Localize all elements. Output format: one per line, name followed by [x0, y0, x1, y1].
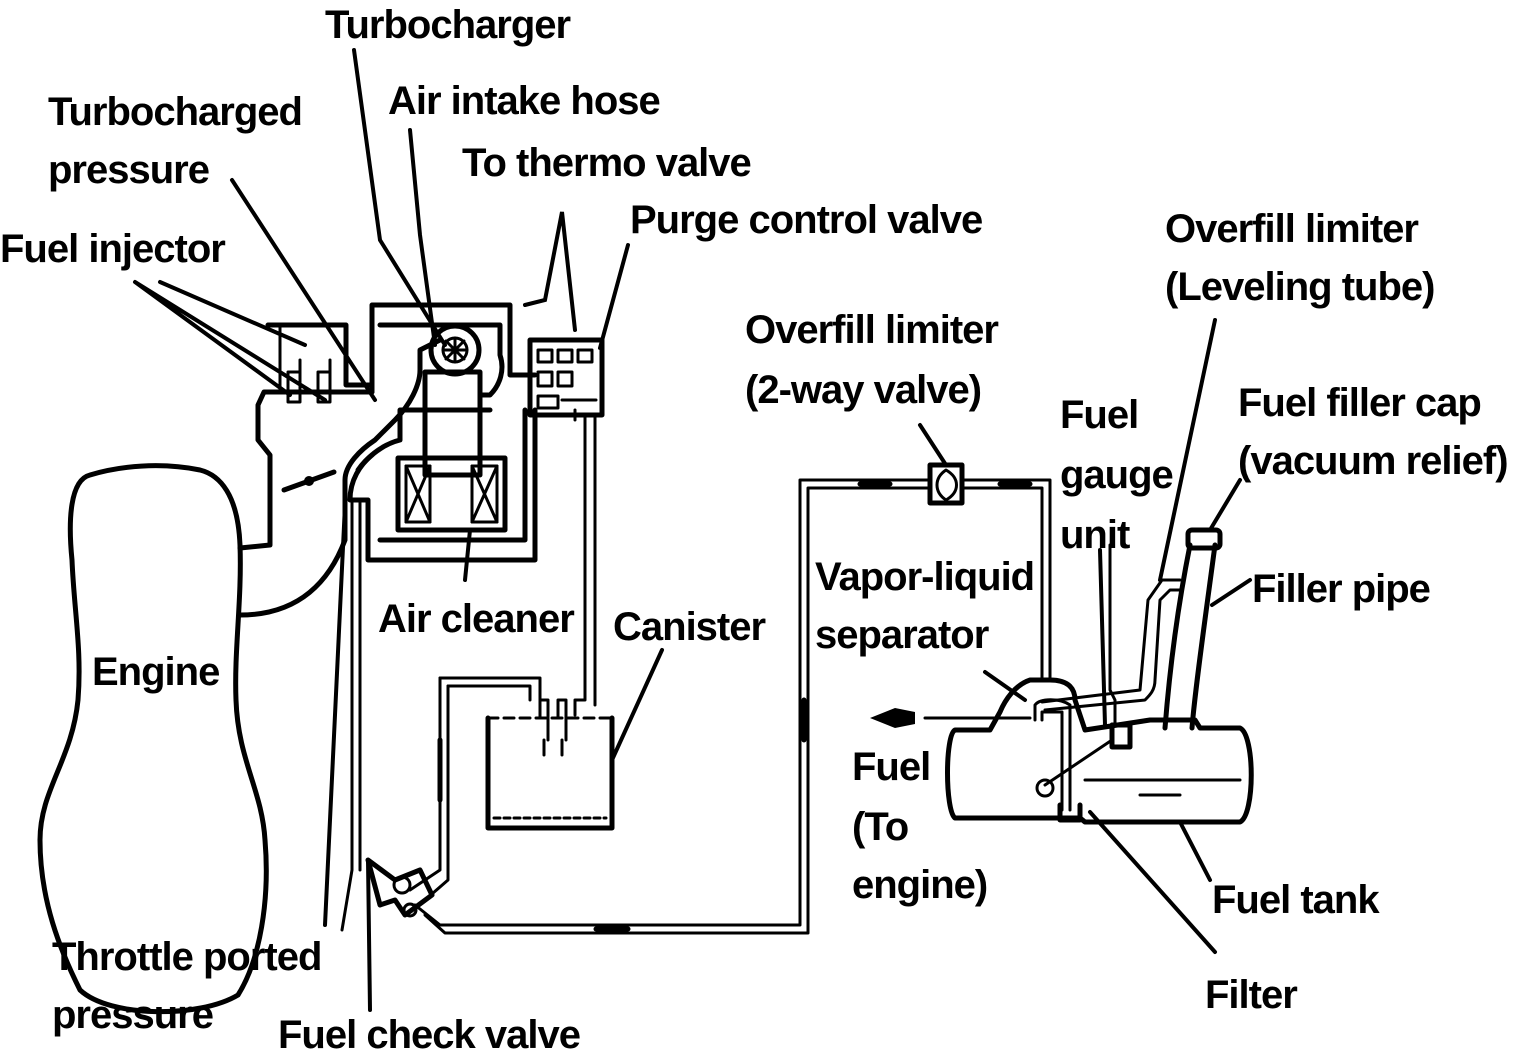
label-fuel-to-engine: Fuel — [852, 745, 930, 789]
purge-control-valve — [527, 337, 605, 418]
label-purge-control-valve: Purge control valve — [630, 198, 982, 242]
label-throttle-ported-pressure: Throttle ported — [52, 935, 321, 979]
label-air-intake-hose: Air intake hose — [388, 79, 660, 123]
engine — [37, 463, 269, 1015]
label-fuel-injector: Fuel injector — [0, 227, 225, 271]
canister-line — [408, 478, 932, 935]
fuel-check-valve — [365, 857, 435, 918]
filler-pipe — [1162, 527, 1223, 731]
purge-line — [573, 408, 597, 717]
label-fuel-gauge-unit-line3: unit — [1060, 513, 1130, 557]
throttle-ported-line — [340, 498, 362, 932]
label-vapor-liquid-separator-line2: separator — [815, 613, 989, 657]
label-fuel-gauge-unit-line2: gauge — [1060, 453, 1173, 497]
label-filter: Filter — [1205, 973, 1297, 1017]
leveling-tube — [1040, 578, 1182, 712]
label-to-thermo-valve: To thermo valve — [462, 141, 751, 185]
air-intake-duct — [347, 302, 538, 563]
label-air-cleaner: Air cleaner — [378, 597, 574, 641]
fuel-gauge-unit — [1035, 543, 1133, 798]
turbocharger — [422, 323, 483, 478]
label-overfill-limiter-leveling: Overfill limiter — [1165, 207, 1418, 251]
label-fuel-to-engine-line2: (To — [852, 805, 908, 849]
label-filler-pipe: Filler pipe — [1252, 567, 1430, 611]
fuel-tank — [945, 677, 1254, 825]
label-fuel-to-engine-line3: engine) — [852, 863, 987, 907]
throttle-valve — [281, 469, 337, 493]
labels: Turbocharger Air intake hose Turbocharge… — [0, 3, 1509, 1054]
label-throttle-ported-pressure-line2: pressure — [52, 993, 213, 1037]
label-fuel-filler-cap-line2: (vacuum relief) — [1238, 439, 1508, 483]
label-fuel-filler-cap: Fuel filler cap — [1238, 381, 1481, 425]
canister — [485, 698, 615, 831]
label-vapor-liquid-separator: Vapor-liquid — [815, 555, 1034, 599]
label-fuel-check-valve: Fuel check valve — [278, 1013, 580, 1054]
leader-lines — [133, 48, 1252, 1012]
label-canister: Canister — [613, 605, 765, 649]
label-overfill-limiter-2way: Overfill limiter — [745, 308, 998, 352]
fuel-outlet — [870, 708, 1032, 728]
label-turbocharged-pressure-line2: pressure — [48, 148, 209, 192]
air-cleaner — [395, 455, 508, 533]
label-overfill-limiter-2way-line2: (2-way valve) — [745, 368, 981, 412]
label-turbocharged-pressure: Turbocharged — [48, 90, 302, 134]
label-turbocharger: Turbocharger — [325, 3, 571, 47]
label-engine: Engine — [92, 650, 219, 694]
label-fuel-tank: Fuel tank — [1212, 878, 1380, 922]
label-fuel-gauge-unit: Fuel — [1060, 393, 1138, 437]
label-overfill-limiter-leveling-line2: (Leveling tube) — [1165, 265, 1434, 309]
vapor-liquid-separator — [1033, 698, 1083, 823]
two-way-valve — [857, 462, 1052, 682]
